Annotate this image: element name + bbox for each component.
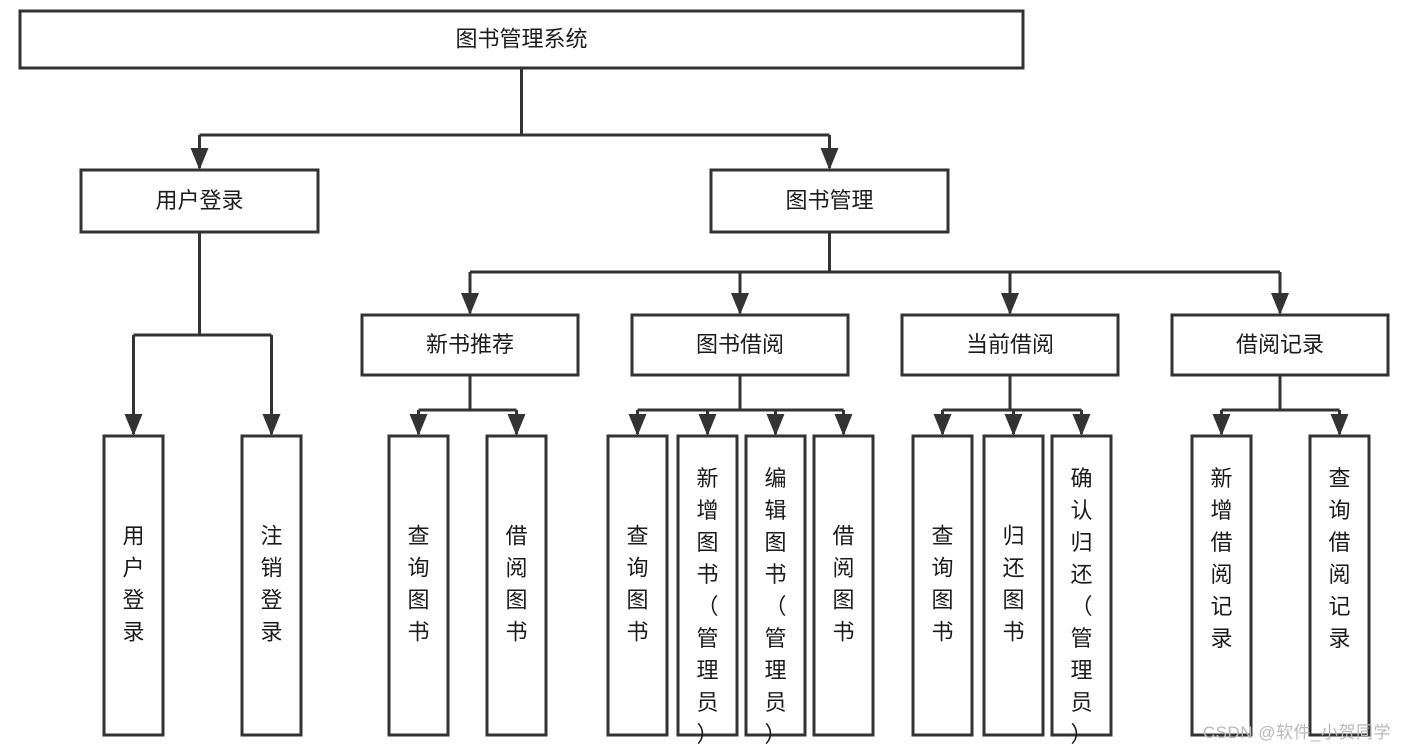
node-user-login-label: 用户登录: [155, 188, 243, 213]
node-leaf-query-book-1[interactable]: 查询图书: [387, 434, 450, 737]
arrow-head-icon: [190, 148, 209, 170]
arrow-head-icon: [1212, 414, 1231, 436]
node-leaf-query-book-1-rect: [387, 434, 450, 737]
arrow-head-icon: [766, 414, 785, 436]
node-leaf-borrow-book-2-label: 借阅图书: [832, 523, 854, 644]
node-leaf-edit-book-rect: [744, 434, 807, 737]
node-leaf-borrow-book-1-label: 借阅图书: [505, 523, 527, 644]
node-leaf-query-book-2[interactable]: 查询图书: [606, 434, 669, 737]
arrow-head-icon: [461, 293, 479, 315]
node-book-management-label: 图书管理: [785, 188, 873, 213]
node-leaf-add-record-rect: [1190, 434, 1253, 737]
node-leaf-confirm-return[interactable]: 确认归还（管理员）: [1050, 434, 1113, 747]
arrow-head-icon: [1004, 414, 1023, 436]
node-leaf-user-login[interactable]: 用户登录: [102, 434, 165, 737]
node-new-book-recommend[interactable]: 新书推荐: [360, 313, 580, 377]
node-book-borrow-label: 图书借阅: [696, 332, 784, 357]
node-leaf-query-book-3-rect: [911, 434, 974, 737]
node-leaf-confirm-return-label: 确认归还（管理员）: [1070, 466, 1092, 747]
node-user-login-rect: [79, 168, 320, 234]
node-book-borrow-rect: [630, 313, 850, 377]
arrow-head-icon: [698, 414, 717, 436]
arrow-head-icon: [1330, 414, 1349, 436]
node-leaf-borrow-book-2[interactable]: 借阅图书: [812, 434, 875, 737]
arrow-head-icon: [124, 414, 143, 436]
connector-layer: [124, 68, 1349, 436]
arrow-head-icon: [409, 414, 428, 436]
node-leaf-add-book-rect: [676, 434, 739, 737]
node-leaf-return-book-rect: [982, 434, 1045, 737]
node-current-borrow-rect: [900, 313, 1120, 377]
arrow-head-icon: [628, 414, 647, 436]
node-current-borrow-label: 当前借阅: [966, 332, 1054, 357]
arrow-head-icon: [262, 414, 281, 436]
node-leaf-user-logout-rect: [240, 434, 303, 737]
node-leaf-add-book[interactable]: 新增图书（管理员）: [676, 434, 739, 747]
node-leaf-borrow-book-1[interactable]: 借阅图书: [485, 434, 548, 737]
node-borrow-records-rect: [1170, 313, 1390, 377]
node-borrow-records-label: 借阅记录: [1236, 332, 1324, 357]
node-new-book-recommend-rect: [360, 313, 580, 377]
node-book-borrow[interactable]: 图书借阅: [630, 313, 850, 377]
node-leaf-borrow-book-1-rect: [485, 434, 548, 737]
node-leaf-query-record-label: 查询借阅记录: [1328, 466, 1350, 651]
node-new-book-recommend-label: 新书推荐: [426, 332, 514, 357]
arrow-head-icon: [1271, 293, 1289, 315]
node-root[interactable]: 图书管理系统: [18, 9, 1025, 70]
arrow-head-icon: [820, 148, 839, 170]
arrow-head-icon: [731, 293, 749, 315]
node-book-management[interactable]: 图书管理: [709, 168, 950, 234]
node-leaf-query-record[interactable]: 查询借阅记录: [1308, 434, 1371, 737]
watermark-label: CSDN @软件_小贺同学: [1202, 723, 1391, 742]
node-root-rect: [18, 9, 1025, 70]
node-leaf-edit-book-label: 编辑图书（管理员）: [764, 466, 786, 747]
node-borrow-records[interactable]: 借阅记录: [1170, 313, 1390, 377]
node-leaf-query-book-3[interactable]: 查询图书: [911, 434, 974, 737]
arrow-head-icon: [933, 414, 952, 436]
arrow-head-icon: [507, 414, 526, 436]
node-leaf-query-book-2-rect: [606, 434, 669, 737]
node-root-label: 图书管理系统: [455, 26, 587, 51]
node-layer: 图书管理系统用户登录图书管理用户登录注销登录新书推荐查询图书借阅图书图书借阅查询…: [18, 9, 1390, 747]
node-leaf-query-book-1-label: 查询图书: [407, 523, 429, 644]
arrow-head-icon: [1072, 414, 1091, 436]
arrow-head-icon: [1001, 293, 1019, 315]
node-leaf-add-record-label: 新增借阅记录: [1210, 466, 1232, 651]
node-leaf-query-book-3-label: 查询图书: [931, 523, 953, 644]
node-book-management-rect: [709, 168, 950, 234]
node-leaf-query-record-rect: [1308, 434, 1371, 737]
node-leaf-edit-book[interactable]: 编辑图书（管理员）: [744, 434, 807, 747]
node-leaf-user-login-label: 用户登录: [122, 523, 144, 644]
node-leaf-return-book[interactable]: 归还图书: [982, 434, 1045, 737]
node-leaf-borrow-book-2-rect: [812, 434, 875, 737]
node-current-borrow[interactable]: 当前借阅: [900, 313, 1120, 377]
node-leaf-return-book-label: 归还图书: [1002, 523, 1024, 644]
arrow-head-icon: [834, 414, 853, 436]
node-user-login[interactable]: 用户登录: [79, 168, 320, 234]
node-leaf-user-login-rect: [102, 434, 165, 737]
node-leaf-confirm-return-rect: [1050, 434, 1113, 737]
node-leaf-user-logout[interactable]: 注销登录: [240, 434, 303, 737]
node-leaf-query-book-2-label: 查询图书: [626, 523, 648, 644]
node-leaf-user-logout-label: 注销登录: [260, 523, 282, 644]
node-leaf-add-record[interactable]: 新增借阅记录: [1190, 434, 1253, 737]
node-leaf-add-book-label: 新增图书（管理员）: [696, 466, 718, 747]
